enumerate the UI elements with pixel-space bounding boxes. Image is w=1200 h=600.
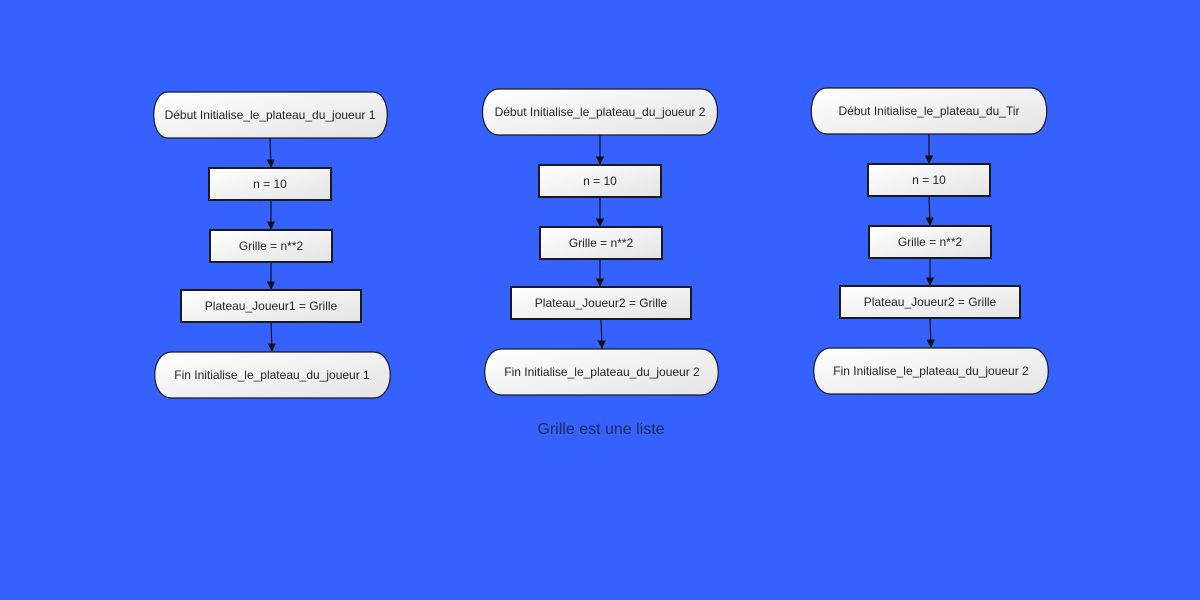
note-text: Grille est une liste	[537, 421, 664, 438]
process-node-label: Grille = n**2	[569, 236, 634, 250]
end-node-label: Fin Initialise_le_plateau_du_joueur 2	[833, 364, 1029, 378]
process-node	[539, 226, 663, 260]
start-node	[153, 91, 388, 139]
start-node-label: Début Initialise_le_plateau_du_Tir	[838, 104, 1019, 118]
process-node	[839, 285, 1021, 319]
process-node-label: Plateau_Joueur2 = Grille	[864, 295, 997, 309]
process-node-label: n = 10	[583, 174, 617, 188]
flowchart-3: Début Initialise_le_plateau_du_Tir n = 1…	[810, 87, 1049, 395]
end-node-label: Fin Initialise_le_plateau_du_joueur 1	[174, 368, 370, 382]
process-node-label: n = 10	[253, 177, 287, 191]
flowchart-1: Début Initialise_le_plateau_du_joueur 1 …	[153, 91, 391, 399]
process-node	[208, 167, 332, 201]
arrow-connector	[266, 137, 275, 168]
end-node-label: Fin Initialise_le_plateau_du_joueur 2	[504, 365, 700, 379]
end-node	[154, 351, 391, 399]
start-node-label: Début Initialise_le_plateau_du_joueur 2	[495, 105, 706, 119]
start-node	[481, 88, 719, 136]
arrow-connector	[267, 321, 276, 352]
end-node	[484, 348, 719, 396]
process-node	[180, 289, 362, 323]
process-node-label: Grille = n**2	[239, 239, 304, 253]
process-node	[868, 225, 992, 259]
start-node-label: Début Initialise_le_plateau_du_joueur 1	[165, 108, 376, 122]
arrow-connector	[926, 317, 935, 348]
process-node	[538, 164, 662, 198]
start-node	[810, 87, 1048, 135]
process-node-label: Plateau_Joueur2 = Grille	[535, 296, 668, 310]
flowchart-2: Début Initialise_le_plateau_du_joueur 2 …	[481, 88, 719, 396]
process-node-label: Plateau_Joueur1 = Grille	[205, 299, 338, 313]
process-node	[209, 229, 333, 263]
arrow-connector	[597, 318, 606, 349]
end-node	[813, 347, 1049, 395]
process-node-label: Grille = n**2	[898, 235, 963, 249]
process-node-label: n = 10	[912, 173, 946, 187]
process-node	[867, 163, 991, 197]
arrow-connector	[925, 195, 934, 226]
process-node	[510, 286, 692, 320]
